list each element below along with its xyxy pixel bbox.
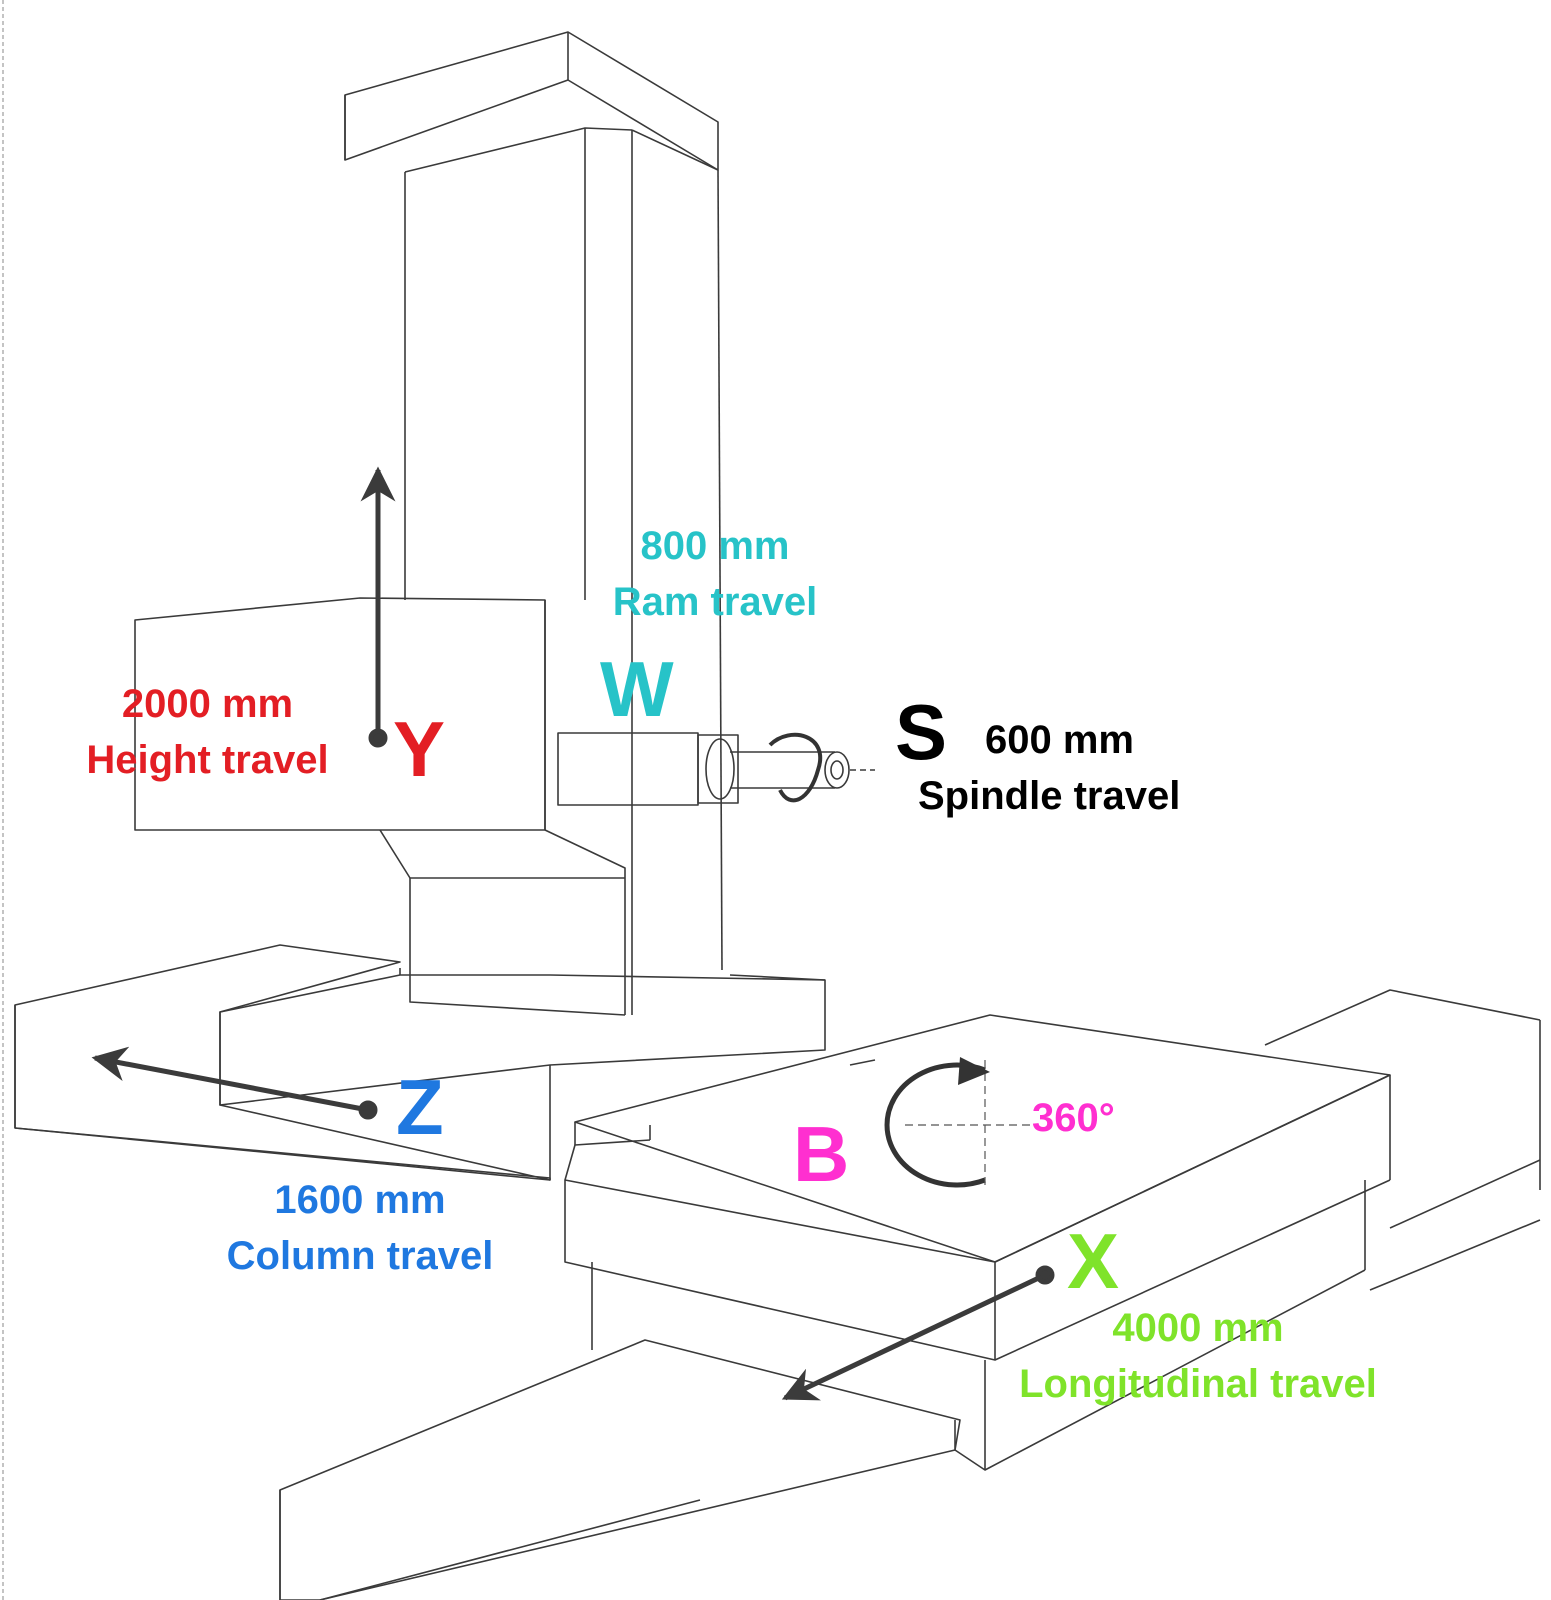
y-axis-travel-label: 2000 mm Height travel: [65, 676, 350, 788]
y-axis-letter: Y: [393, 705, 446, 793]
s-axis-description: Spindle travel: [918, 774, 1181, 818]
b-rotation-arc: [884, 1062, 986, 1188]
z-motion-arrow: [91, 1046, 369, 1113]
s-axis-letter: S: [895, 688, 948, 776]
rotary-table: [564, 1014, 1391, 1361]
column-cap: [344, 31, 719, 171]
x-motion-arrow: [781, 1272, 1047, 1401]
column: [404, 127, 723, 1015]
ram: [557, 732, 875, 806]
x-axis-travel-label: 4000 mm Longitudinal travel: [988, 1300, 1408, 1412]
table-saddle: [591, 1180, 1366, 1471]
y-axis-value: 2000 mm: [121, 682, 294, 726]
x-axis-description: Longitudinal travel: [1019, 1362, 1377, 1406]
z-axis-travel-label: 1600 mm Column travel: [205, 1172, 515, 1284]
w-axis-value: 800 mm: [640, 524, 790, 568]
z-bed: [14, 944, 551, 1181]
y-axis-description: Height travel: [86, 738, 329, 782]
w-axis-travel-label: 800 mm Ram travel: [590, 518, 840, 630]
x-axis-letter: X: [1067, 1217, 1120, 1305]
w-axis-description: Ram travel: [612, 580, 818, 624]
w-axis-letter: W: [600, 645, 674, 733]
spindle-rotation-arrow: [768, 732, 823, 803]
z-axis-description: Column travel: [226, 1234, 494, 1278]
z-axis-value: 1600 mm: [274, 1178, 446, 1222]
b-arc-arrowhead: [958, 1057, 990, 1085]
motion-arrows: [91, 466, 1055, 1401]
x-axis-value: 4000 mm: [1112, 1306, 1284, 1350]
b-axis-value: 360°: [1032, 1096, 1115, 1140]
x-bed: [279, 989, 1541, 1600]
z-axis-letter: Z: [396, 1063, 444, 1151]
column-base: [219, 968, 826, 1180]
b-axis-letter: B: [793, 1110, 850, 1198]
headstock: [134, 597, 626, 1016]
s-axis-value: 600 mm: [985, 718, 1134, 762]
